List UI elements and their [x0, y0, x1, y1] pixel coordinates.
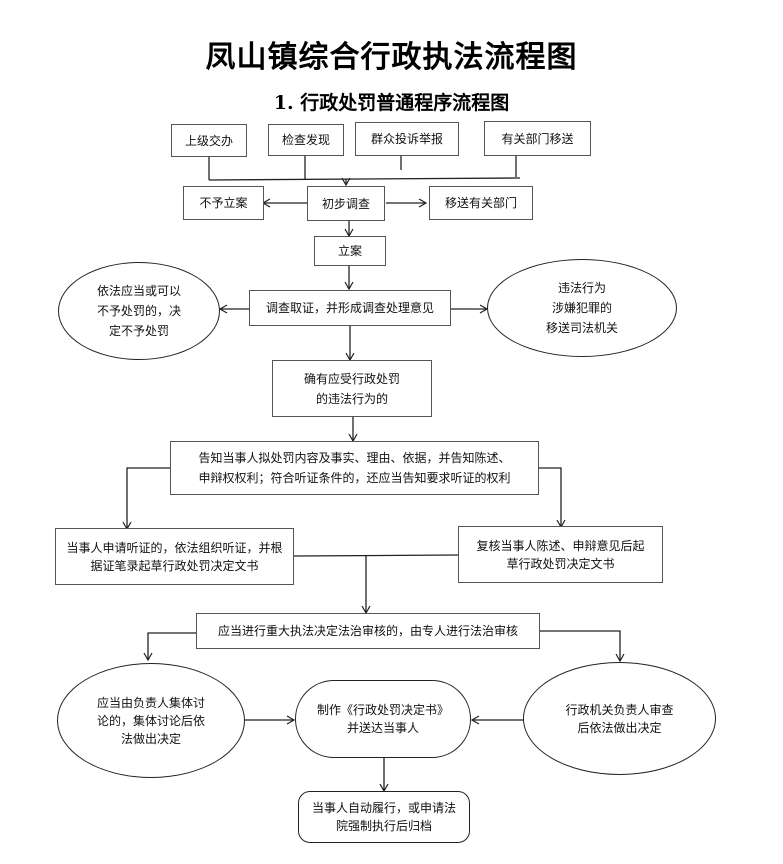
node-source-inspection: 检查发现	[268, 124, 344, 156]
node-label: 复核当事人陈述、申辩意见后起 草行政处罚决定文书	[476, 538, 645, 571]
node-label: 当事人自动履行，或申请法 院强制执行后归档	[311, 801, 456, 833]
node-label: 群众投诉举报	[370, 132, 443, 146]
node-criminal: 违法行为 涉嫌犯罪的 移送司法机关	[487, 259, 677, 357]
node-legal-review: 应当进行重大执法决定法治审核的，由专人进行法治审核	[196, 613, 540, 649]
node-label: 应当进行重大执法决定法治审核的，由专人进行法治审核	[217, 624, 518, 638]
node-source-transfer: 有关部门移送	[484, 121, 591, 156]
arrow-to-review	[539, 467, 566, 529]
node-review: 复核当事人陈述、申辩意见后起 草行政处罚决定文书	[458, 526, 663, 583]
node-label: 检查发现	[281, 133, 330, 147]
connector-merge	[208, 177, 521, 181]
page-subtitle: 1. 行政处罚普通程序流程图	[273, 92, 510, 114]
node-label: 告知当事人拟处罚内容及事实、理由、依据，并告知陈述、 申辩权权利；符合听证条件的…	[198, 451, 511, 485]
node-label: 上级交办	[184, 133, 233, 148]
node-label: 确有应受行政处罚 的违法行为的	[303, 371, 400, 406]
node-confirmed: 确有应受行政处罚 的违法行为的	[272, 360, 432, 417]
node-head-review: 行政机关负责人审查 后依法做出决定	[523, 662, 716, 775]
node-preliminary: 初步调查	[307, 186, 385, 221]
node-source-complaint: 群众投诉举报	[355, 122, 459, 156]
node-label: 初步调查	[321, 196, 370, 211]
node-label: 有关部门移送	[501, 131, 574, 146]
node-label: 不予立案	[199, 196, 248, 210]
node-archive: 当事人自动履行，或申请法 院强制执行后归档	[298, 791, 470, 843]
connector-hearing-out	[293, 554, 459, 557]
page-title: 凤山镇综合行政执法流程图	[205, 40, 578, 75]
arrow-to-hearing	[122, 467, 170, 531]
node-label: 违法行为 涉嫌犯罪的 移送司法机关	[545, 281, 618, 335]
node-notify: 告知当事人拟处罚内容及事实、理由、依据，并告知陈述、 申辩权权利；符合听证条件的…	[170, 441, 539, 495]
node-label: 应当由负责人集体讨 论的，集体讨论后依 法做出决定	[96, 695, 205, 746]
node-investigate: 调查取证，并形成调查处理意见	[249, 290, 451, 326]
node-label: 当事人申请听证的，依法组织听证，并根 据证笔录起草行政处罚决定文书	[66, 540, 283, 573]
node-label: 调查取证，并形成调查处理意见	[265, 301, 434, 315]
node-no-penalty: 依法应当或可以 不予处罚的，决 定不予处罚	[58, 262, 220, 360]
node-label: 移送有关部门	[444, 196, 517, 210]
arrow-to-head-review	[540, 630, 625, 663]
node-filing: 立案	[314, 236, 386, 266]
node-collective: 应当由负责人集体讨 论的，集体讨论后依 法做出决定	[57, 663, 245, 778]
node-label: 制作《行政处罚决定书》 并送达当事人	[316, 703, 449, 735]
node-label: 行政机关负责人审查 后依法做出决定	[565, 702, 674, 735]
node-no-filing: 不予立案	[183, 186, 264, 220]
arrow-to-collective	[143, 632, 196, 662]
node-transfer-dept: 移送有关部门	[429, 186, 533, 220]
node-label: 依法应当或可以 不予处罚的，决 定不予处罚	[96, 284, 181, 338]
node-source-superior: 上级交办	[171, 124, 247, 157]
node-label: 立案	[337, 244, 362, 258]
node-hearing: 当事人申请听证的，依法组织听证，并根 据证笔录起草行政处罚决定文书	[55, 528, 294, 585]
node-issue: 制作《行政处罚决定书》 并送达当事人	[295, 680, 471, 758]
